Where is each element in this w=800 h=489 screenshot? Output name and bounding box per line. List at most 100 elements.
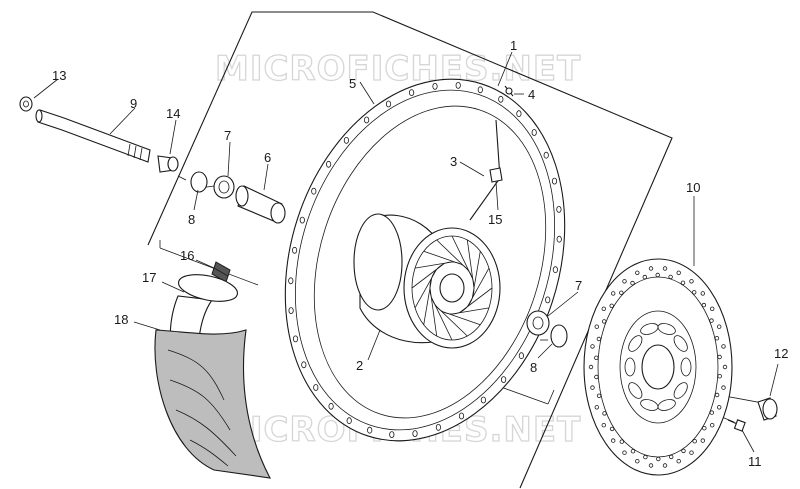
part-12-spacer: [757, 397, 778, 421]
disc-hole: [668, 274, 673, 280]
watermark-top: MICROFICHES.NET: [215, 49, 581, 89]
disc-hole: [722, 364, 728, 370]
callout-2: 2: [356, 358, 363, 373]
carrier-window: [624, 357, 636, 377]
disc-hole: [609, 303, 614, 308]
disc-hole: [635, 270, 640, 275]
rim-hole: [412, 430, 418, 438]
rim-hole: [432, 83, 438, 90]
part-7-bearing-left: [213, 175, 235, 199]
part-4-valve: [504, 85, 514, 97]
disc-hole: [676, 270, 681, 275]
disc-hole: [717, 374, 722, 379]
hub-spoke: [431, 297, 453, 341]
disc-hole: [611, 438, 616, 443]
callout-7-right: 7: [575, 278, 582, 293]
disc-hole: [601, 423, 606, 428]
hub-spoke: [460, 287, 493, 313]
callout-18: 18: [114, 312, 128, 327]
part-15-spoke-nipple: [489, 167, 503, 183]
disc-hole: [700, 438, 705, 443]
disc-hole: [635, 459, 640, 464]
disc-hole: [710, 423, 715, 428]
disc-hole: [609, 426, 615, 432]
part-18-tyre: [154, 329, 271, 479]
disc-hole: [714, 336, 720, 341]
callout-13: 13: [52, 68, 66, 83]
disc-hole: [630, 280, 635, 286]
disc-vent-holes: [588, 266, 728, 468]
disc-hole: [648, 463, 654, 468]
hub-spoke: [451, 235, 473, 279]
part-7-bearing-right: [526, 310, 550, 336]
rim-hole: [556, 205, 562, 213]
rim-hole: [363, 116, 370, 124]
part-9-axle: [35, 109, 151, 163]
rim-hole: [551, 177, 558, 185]
assembly-frame: [147, 11, 673, 489]
hub-spoke-pattern: [411, 235, 493, 341]
disc-hole: [721, 344, 726, 349]
callout-11: 11: [748, 454, 762, 469]
disc-hole: [701, 302, 707, 308]
disc-hole: [689, 279, 694, 284]
disc-hole: [717, 405, 722, 410]
rim-hole: [477, 86, 483, 94]
callout-7-left: 7: [224, 128, 231, 143]
part-14-spacer: [157, 155, 179, 173]
callout-5: 5: [349, 76, 356, 91]
disc-carrier-windows: [624, 323, 692, 411]
callout-14: 14: [166, 106, 180, 121]
disc-hole: [596, 393, 602, 398]
disc-hole: [709, 318, 714, 323]
rim-hole: [543, 151, 549, 159]
rim-hole: [498, 95, 504, 103]
disc-hole: [602, 411, 607, 416]
rim-hole: [389, 431, 395, 439]
hub-spoke: [429, 287, 438, 337]
callout-16: 16: [180, 248, 194, 263]
disc-hole: [702, 426, 707, 431]
disc-hole: [594, 355, 599, 360]
part-11-disc-bolt: [727, 419, 746, 432]
part-2-hub: [353, 213, 501, 349]
callout-4: 4: [528, 87, 535, 102]
leader-lines: [33, 51, 779, 453]
carrier-window: [628, 382, 643, 399]
hub-spoke: [436, 239, 468, 270]
hub-spoke: [414, 269, 437, 309]
callout-8-right: 8: [530, 360, 537, 375]
disc-hole: [622, 279, 627, 284]
callout-17: 17: [142, 270, 156, 285]
disc-hole: [676, 459, 681, 464]
disc-hole: [643, 454, 648, 460]
disc-hole: [717, 354, 722, 360]
disc-hole: [648, 266, 654, 271]
rim-hole: [291, 246, 298, 254]
rim-hole: [408, 89, 415, 96]
disc-hole: [709, 410, 714, 415]
callout-3: 3: [450, 154, 457, 169]
rim-hole: [325, 160, 332, 168]
hub-spoke: [414, 261, 453, 269]
disc-hole: [594, 324, 599, 329]
disc-hole: [692, 290, 697, 295]
rim-hole: [299, 216, 305, 224]
rim-hole: [328, 402, 334, 410]
carrier-window: [673, 335, 688, 352]
disc-hole: [594, 374, 599, 380]
rim-hole: [545, 296, 551, 304]
disc-hole: [588, 364, 594, 370]
disc-hole: [602, 319, 607, 324]
rim-hole: [346, 417, 352, 425]
rim-hole: [313, 384, 319, 391]
callout-6: 6: [264, 150, 271, 165]
rim-hole: [458, 412, 465, 420]
rim-hole: [385, 100, 392, 108]
rim-hole: [500, 376, 507, 384]
rim-hole: [288, 307, 294, 315]
rim-hole: [518, 352, 525, 360]
hub-spoke: [443, 311, 481, 326]
